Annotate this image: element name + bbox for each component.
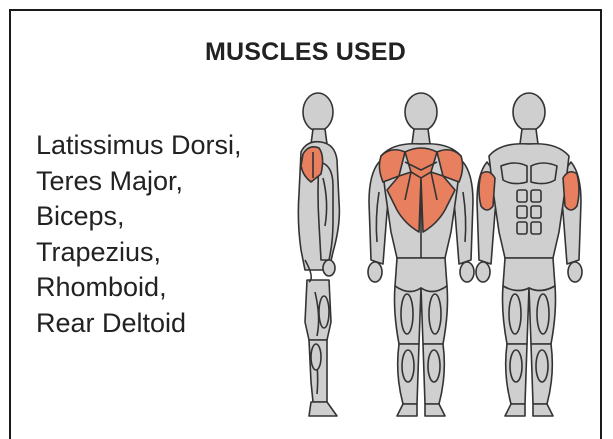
panel-title: MUSCLES USED bbox=[11, 38, 600, 67]
muscle-item: Teres Major, bbox=[36, 164, 242, 200]
muscle-item: Trapezius, bbox=[36, 235, 242, 271]
muscle-item: Biceps, bbox=[36, 199, 242, 235]
back-body-icon bbox=[368, 93, 474, 416]
front-left-biceps-highlight bbox=[479, 172, 495, 210]
body-figures bbox=[275, 82, 595, 432]
muscle-item: Latissimus Dorsi, bbox=[36, 128, 242, 164]
muscle-list: Latissimus Dorsi, Teres Major, Biceps, T… bbox=[36, 128, 242, 341]
body-figures-illustration bbox=[275, 82, 595, 432]
side-body-icon bbox=[298, 93, 339, 416]
front-body-icon bbox=[476, 93, 582, 416]
muscle-item: Rear Deltoid bbox=[36, 306, 242, 342]
front-right-biceps-highlight bbox=[563, 172, 579, 210]
muscle-item: Rhomboid, bbox=[36, 270, 242, 306]
